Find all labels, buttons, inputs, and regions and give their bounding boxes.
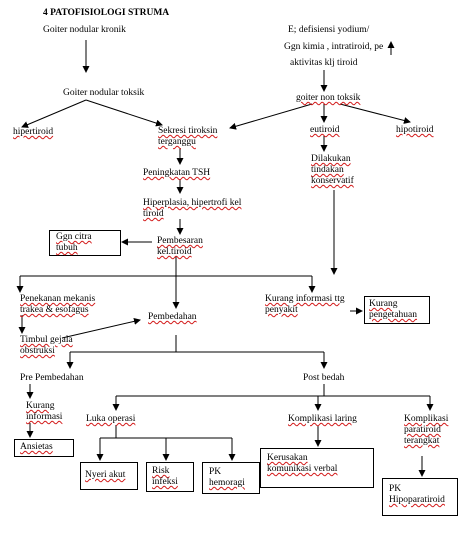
node-kerusakan-line1: Kerusakan — [267, 453, 308, 463]
node-hipertiroid: hipertiroid — [13, 127, 54, 137]
node-goiter-nodular-toksik: Goiter nodular toksik — [63, 88, 144, 99]
node-defisiensi-line3: aktivitas klj tiroid — [290, 58, 358, 68]
node-ansietas: Ansietas — [20, 442, 53, 452]
node-dilakukan-line2: tindakan — [311, 165, 344, 175]
node-penekanan-line2: trakea & esofagus — [20, 305, 89, 315]
arrow-toksik-to-sekresi — [85, 99, 163, 127]
arrow-timbul-to-pembedahan — [61, 317, 141, 339]
node-komplikasi-para-line2: paratiroid — [404, 425, 441, 435]
node-goiter-nodular-kronik: Goiter nodular kronik — [43, 25, 126, 35]
node-dilakukan-line3: konservatif — [311, 176, 354, 186]
node-penekanan-line1: Penekanan mekanis — [20, 294, 96, 304]
node-dilakukan-line1: Dilakukan — [311, 154, 351, 164]
box-nyeri-akut: Nyeri akut — [80, 462, 138, 490]
node-post-bedah: Post bedah — [303, 373, 345, 383]
node-peningkatan-tsh: Peningkatan TSH — [143, 168, 211, 178]
node-goiter-non-toksik: goiter non toksik — [296, 93, 361, 103]
arrow-toksik-to-hipertiroid — [21, 99, 87, 128]
node-kerusakan-line2: komunikasi verbal — [267, 464, 338, 474]
node-sekresi-line1: Sekresi tiroksin — [158, 126, 218, 136]
arrow-nontoksik-to-sekresi — [229, 103, 313, 130]
node-kurang-informasi-line1: Kurang informasi ttg — [265, 294, 345, 304]
box-ansietas: Ansietas — [14, 439, 74, 457]
node-pre-label: Pre Pembedahan — [20, 373, 84, 383]
node-kurang-informasi-2-line1: Kurang — [26, 401, 55, 411]
node-risk-line1: Risk — [152, 466, 170, 476]
box-ggn-citra-tubuh: Ggn citra tubuh — [49, 230, 121, 256]
node-hipotiroid: hipotiroid — [396, 125, 434, 135]
box-pk-hemoragi: PK hemoragi — [202, 462, 260, 494]
node-ggn-citra-line1: Ggn citra — [56, 232, 92, 242]
node-hiperplasia-line1: Hiperplasia, hipertrofi kel — [143, 198, 242, 208]
node-pembedahan: Pembedahan — [148, 312, 197, 322]
node-defisiensi-line2: Ggn kimia , intratiroid, pe — [284, 42, 384, 52]
box-kurang-pengetahuan: Kurang pengetahuan — [364, 296, 430, 324]
node-kurang-peng-line2: pengetahuan — [369, 310, 418, 320]
node-kurang-peng-line1: Kurang — [369, 299, 398, 309]
node-pembesaran-line2: kel.tiroid — [157, 247, 192, 257]
node-ggn-citra-line2: tubuh — [56, 243, 78, 253]
node-hiperplasia-line2: tiroid — [143, 209, 164, 219]
node-kurang-informasi-2-line2: informasi — [26, 412, 63, 422]
node-sekresi-line2: terganggu — [158, 137, 196, 147]
node-pre-pembedahan: Pre Pembedahan — [20, 373, 84, 384]
node-luka-operasi: Luka operasi — [86, 414, 136, 424]
node-kurang-informasi-line2: penyakit — [265, 305, 298, 315]
box-pk-hipoparatiroid: PK Hipoparatiroid — [382, 478, 458, 516]
node-komplikasi-laring: Komplikasi laring — [288, 414, 357, 424]
node-komplikasi-para-line3: terangkat — [404, 436, 440, 446]
node-timbul-line2: obstruksi — [20, 346, 55, 356]
box-risk-infeksi: Risk infeksi — [146, 462, 194, 492]
node-komplikasi-para-line1: Komplikasi — [404, 414, 449, 424]
node-pk-hipo-line1: PK — [389, 484, 402, 494]
arrow-nontoksik-to-hipotiroid — [339, 103, 411, 124]
node-pembesaran-line1: Pembesaran — [157, 236, 203, 246]
node-pk-hem-line2: hemoragi — [209, 478, 245, 488]
node-timbul-line1: Timbul gejala — [20, 335, 73, 345]
diagram-title: 4 PATOFISIOLOGI STRUMA — [43, 8, 170, 18]
node-nyeri-akut: Nyeri akut — [85, 470, 126, 480]
node-eutiroid: eutiroid — [310, 125, 340, 135]
node-defisiensi-line1: E; defisiensi yodium/ — [288, 25, 370, 35]
box-kerusakan-komunikasi: Kerusakan komunikasi verbal — [260, 448, 374, 488]
node-risk-line2: infeksi — [152, 477, 178, 487]
node-goiter-nodular-toksik-label: Goiter nodular toksik — [63, 88, 145, 98]
node-pk-hipo-line2: Hipoparatiroid — [389, 495, 445, 505]
node-pk-hem-line1: PK — [209, 467, 222, 477]
